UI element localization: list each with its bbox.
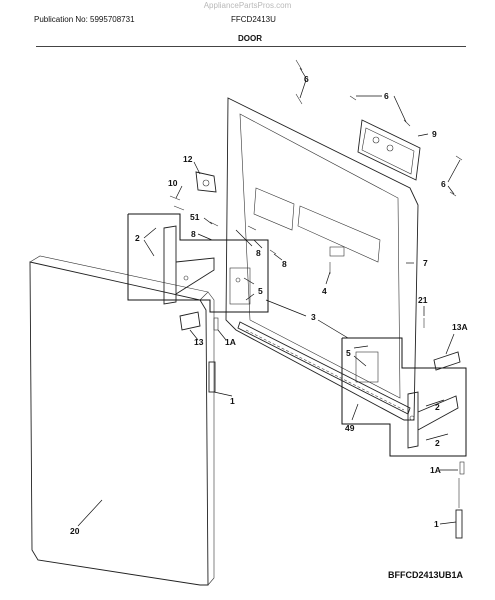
callout-labels: 6 6 9 6 12 10 2 51 8 8 8 4 7 5 3 21 13A … [70, 74, 468, 536]
control-panel [357, 119, 421, 181]
callout-1-lower: 1 [230, 396, 235, 406]
diagram-code: BFFCD2413UB1A [388, 570, 464, 580]
callout-6-mid: 6 [384, 91, 389, 101]
callout-2-right-a: 2 [435, 402, 440, 412]
callout-21: 21 [418, 295, 428, 305]
callout-51: 51 [190, 212, 200, 222]
callout-8-c: 8 [282, 259, 287, 269]
callout-3: 3 [311, 312, 316, 322]
callout-2-right-b: 2 [435, 438, 440, 448]
callout-20: 20 [70, 526, 80, 536]
watermark: AppliancePartsPros.com [203, 1, 292, 10]
outer-door-panel [29, 255, 215, 586]
callout-1a-right: 1A [430, 465, 441, 475]
callout-13: 13 [194, 337, 204, 347]
callout-5-right: 5 [346, 348, 351, 358]
callout-6-top: 6 [304, 74, 309, 84]
callout-49: 49 [345, 423, 355, 433]
callout-8-a: 8 [191, 229, 196, 239]
screws [169, 59, 463, 328]
door-rail [237, 321, 411, 415]
callout-6-right: 6 [441, 179, 446, 189]
callout-13a: 13A [452, 322, 468, 332]
seal-strips [179, 311, 461, 371]
callout-10: 10 [168, 178, 178, 188]
model-number: FFCD2413U [231, 15, 276, 24]
callout-2-left: 2 [135, 233, 140, 243]
publication-number: Publication No: 5995708731 [34, 15, 135, 24]
right-hinge-assembly [341, 337, 467, 457]
callout-4: 4 [322, 286, 327, 296]
section-title: DOOR [238, 34, 262, 43]
callout-7: 7 [423, 258, 428, 268]
door-latch [195, 171, 217, 193]
callout-1a-lower: 1A [225, 337, 236, 347]
callout-1-right: 1 [434, 519, 439, 529]
callout-8-b: 8 [256, 248, 261, 258]
inner-door-liner [225, 97, 419, 421]
left-hinge-assembly [127, 213, 269, 313]
leader-lines [77, 67, 461, 527]
callout-9: 9 [432, 129, 437, 139]
springs [208, 317, 465, 539]
header-divider [36, 46, 466, 47]
callout-12: 12 [183, 154, 193, 164]
callout-5-left: 5 [258, 286, 263, 296]
